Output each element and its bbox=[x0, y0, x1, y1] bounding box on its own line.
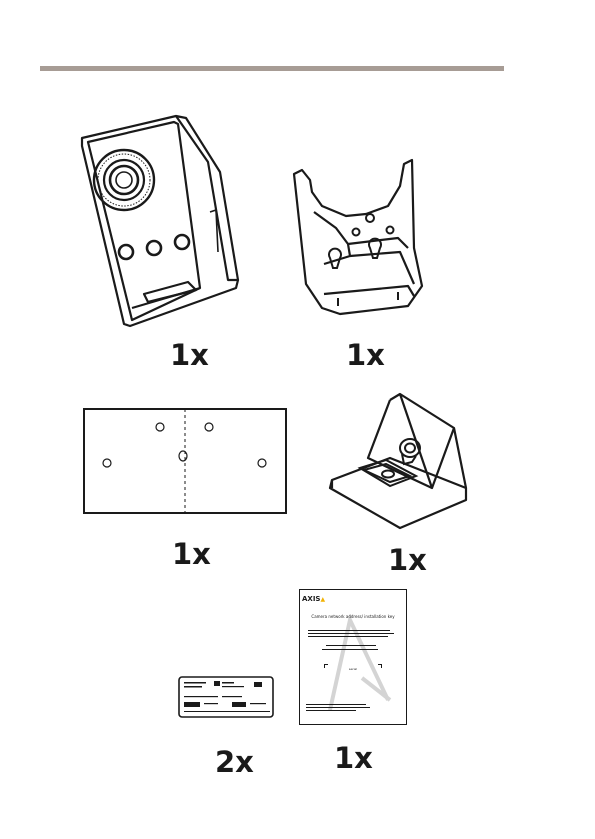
owner-label-quantity: 2x bbox=[215, 745, 254, 779]
camera-illustration bbox=[78, 112, 248, 334]
guide-brand-logo: AXIS▲ bbox=[302, 595, 325, 603]
installation-guide-quantity: 1x bbox=[334, 741, 373, 775]
stand-illustration bbox=[328, 392, 470, 530]
drill-template-quantity: 1x bbox=[172, 537, 211, 571]
guide-brand: AXIS bbox=[302, 595, 320, 603]
guide-watermark bbox=[300, 590, 406, 724]
stand-quantity: 1x bbox=[388, 543, 427, 577]
guide-title: Camera network address/ installation key bbox=[300, 614, 406, 619]
drill-template-illustration bbox=[83, 408, 287, 514]
wall-bracket-illustration bbox=[288, 156, 430, 316]
owner-label-illustration bbox=[178, 676, 274, 718]
camera-quantity: 1x bbox=[170, 338, 209, 372]
installation-guide-illustration: AXIS▲ Camera network address/ installati… bbox=[299, 589, 407, 725]
wall-bracket-quantity: 1x bbox=[346, 338, 385, 372]
guide-code-label: serial bbox=[300, 667, 406, 671]
header-rule bbox=[40, 66, 504, 71]
